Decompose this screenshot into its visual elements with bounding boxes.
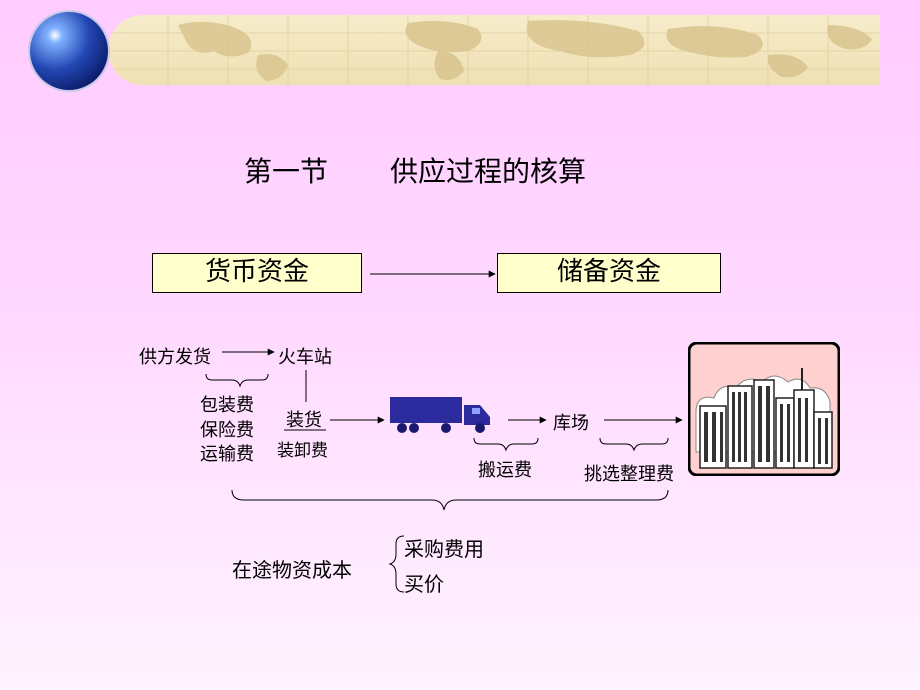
supplier-label: 供方发货	[139, 347, 211, 368]
cost-brace	[388, 535, 405, 593]
handling-brace	[473, 437, 539, 452]
packing-fee-label: 包装费	[200, 395, 254, 416]
sorting-brace	[599, 437, 669, 452]
world-map-banner	[108, 15, 880, 85]
purchase-price-label: 买价	[404, 572, 444, 596]
yard-label: 库场	[553, 413, 589, 434]
globe-icon	[30, 12, 108, 90]
section-number: 第一节	[244, 155, 329, 188]
insurance-fee-label: 保险费	[200, 420, 254, 441]
loading-fee-label: 装卸费	[277, 441, 328, 461]
in-transit-cost-label: 在途物资成本	[232, 558, 352, 582]
handling-fee-label: 搬运费	[478, 460, 532, 481]
total-brace	[231, 489, 669, 511]
city-skyline-icon	[687, 341, 841, 477]
station-label: 火车站	[278, 347, 332, 368]
sorting-fee-label: 挑选整理费	[584, 464, 674, 485]
reserve-fund-box: 储备资金	[497, 253, 721, 293]
page-title: 供应过程的核算	[390, 155, 587, 188]
loading-label: 装货	[286, 410, 322, 431]
transport-fee-label: 运输费	[200, 444, 254, 465]
truck-icon	[390, 395, 496, 437]
money-fund-box: 货币资金	[152, 253, 362, 293]
fees-brace	[205, 373, 269, 388]
purchase-expense-label: 采购费用	[404, 537, 484, 561]
